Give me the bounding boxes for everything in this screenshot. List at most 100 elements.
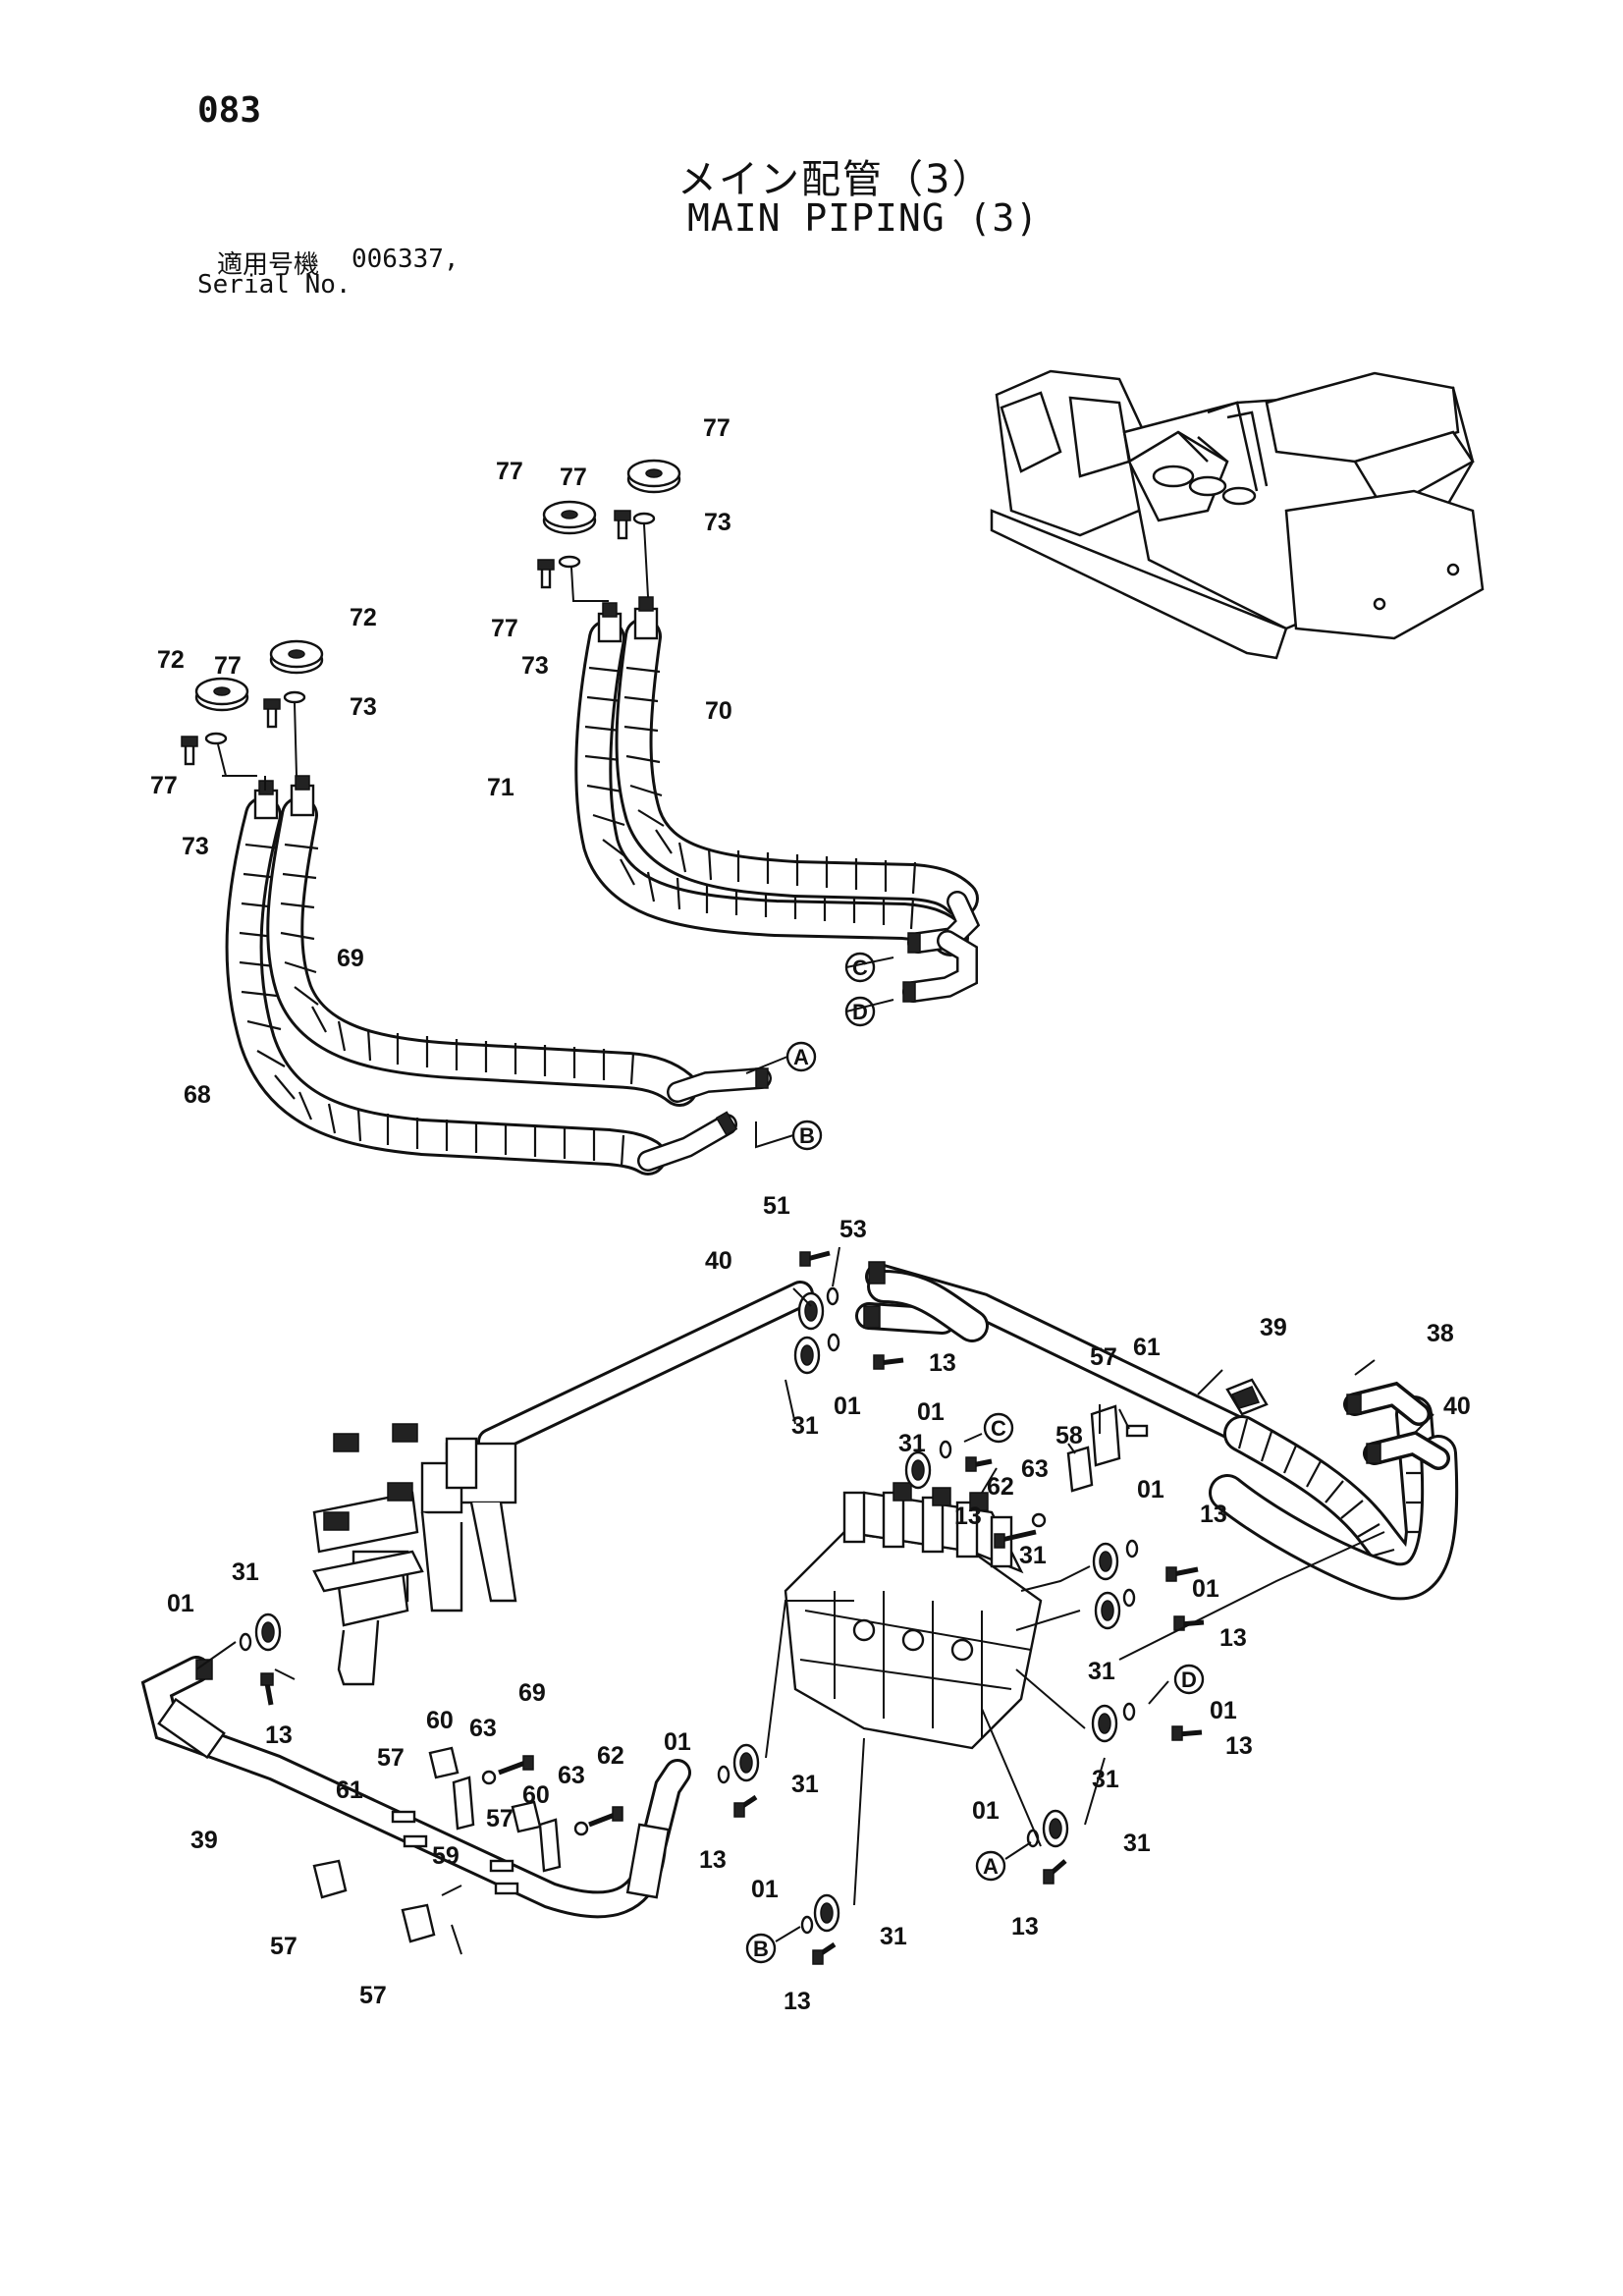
hose-upper-short xyxy=(863,1261,989,1342)
bolt-53 xyxy=(799,1250,831,1267)
bracket-51 xyxy=(1225,1378,1269,1416)
part-label: 38 xyxy=(1427,1320,1454,1347)
plate-60 xyxy=(452,1776,562,1873)
control-valve-block xyxy=(784,1482,1043,1750)
svg-text:B: B xyxy=(799,1123,815,1148)
svg-text:A: A xyxy=(793,1045,809,1069)
plate-58 xyxy=(1066,1446,1094,1493)
part-label: 60 xyxy=(426,1707,454,1734)
part-label: 01 xyxy=(664,1728,691,1756)
part-label: 39 xyxy=(190,1827,218,1854)
bolt-77-upper xyxy=(537,510,631,589)
o-ring-01 xyxy=(239,1333,1139,1935)
part-label: 77 xyxy=(214,652,242,680)
tube-end-c xyxy=(907,891,981,954)
hose-70 xyxy=(615,618,979,917)
page-number: 083 xyxy=(197,90,262,131)
part-label: 13 xyxy=(784,1988,811,2015)
connector-d-upper: D xyxy=(844,996,876,1027)
tube-end-b xyxy=(637,1111,738,1172)
tube-end-d xyxy=(902,930,978,1003)
part-label: 39 xyxy=(1260,1314,1287,1341)
part-label: 57 xyxy=(486,1805,514,1832)
connector-a-lower: A xyxy=(975,1850,1006,1882)
part-label: 13 xyxy=(699,1846,727,1874)
part-label: 77 xyxy=(496,458,523,485)
washer-63-center xyxy=(1031,1512,1047,1528)
part-label: 72 xyxy=(350,604,377,631)
hose-71 xyxy=(574,620,969,957)
clamp-59 xyxy=(312,1746,542,1943)
part-label: 62 xyxy=(597,1742,624,1770)
part-label: 53 xyxy=(839,1216,867,1243)
part-label: 68 xyxy=(184,1081,211,1109)
connector-d-lower: D xyxy=(1173,1664,1205,1695)
part-label: 31 xyxy=(1088,1658,1115,1685)
hose-38-40 xyxy=(1209,1381,1459,1601)
flange-72-left-b xyxy=(269,639,324,675)
serial-number-value: 006337, xyxy=(352,245,460,274)
hose-68 xyxy=(225,796,667,1175)
connector-a-upper: A xyxy=(785,1041,817,1072)
part-label: 77 xyxy=(703,414,730,442)
svg-text:D: D xyxy=(1181,1667,1197,1692)
part-label: 57 xyxy=(270,1933,298,1960)
hose-69 xyxy=(266,796,698,1107)
part-label: 73 xyxy=(704,509,731,536)
bolt-77 xyxy=(181,698,281,766)
part-label: 40 xyxy=(705,1247,732,1275)
part-label: 63 xyxy=(1021,1455,1049,1483)
valve-assembly-left xyxy=(312,1423,517,1686)
serial-label-english: Serial No. xyxy=(197,270,352,300)
part-label: 01 xyxy=(834,1393,861,1420)
part-label: 01 xyxy=(167,1590,194,1617)
connector-c-lower: C xyxy=(983,1412,1014,1444)
page-title-english: MAIN PIPING (3) xyxy=(687,196,1040,240)
part-label: 63 xyxy=(469,1715,497,1742)
part-label: 13 xyxy=(1011,1913,1039,1941)
part-label: 31 xyxy=(791,1412,819,1440)
flange-72-left-a xyxy=(194,677,249,712)
bolt-62 xyxy=(498,1755,623,1828)
svg-text:C: C xyxy=(991,1416,1006,1441)
part-label: 73 xyxy=(182,833,209,860)
part-label: 59 xyxy=(432,1842,460,1870)
part-label: 01 xyxy=(751,1876,779,1903)
excavator-location-thumbnail xyxy=(990,369,1485,660)
part-label: 31 xyxy=(791,1771,819,1798)
part-label: 77 xyxy=(150,772,178,799)
washer-63 xyxy=(481,1770,589,1836)
part-label: 31 xyxy=(898,1430,926,1457)
o-ring-55 xyxy=(826,1286,839,1306)
part-label: 57 xyxy=(377,1744,405,1772)
part-label: 13 xyxy=(1219,1624,1247,1652)
svg-text:A: A xyxy=(983,1854,999,1879)
part-label: 01 xyxy=(917,1398,945,1426)
part-label: 13 xyxy=(954,1503,982,1530)
part-label: 73 xyxy=(350,693,377,721)
pin-61 xyxy=(391,1810,519,1895)
o-ring-73-upper xyxy=(558,512,656,569)
part-label: 60 xyxy=(522,1781,550,1809)
part-label: 77 xyxy=(560,464,587,491)
part-label: 69 xyxy=(337,945,364,972)
part-label: 31 xyxy=(1019,1542,1047,1569)
part-label: 69 xyxy=(518,1679,546,1707)
part-label: 61 xyxy=(1133,1334,1161,1361)
svg-text:B: B xyxy=(753,1937,769,1961)
part-label: 01 xyxy=(1137,1476,1164,1503)
flange-72-right-a xyxy=(542,500,597,535)
part-label: 31 xyxy=(1123,1830,1151,1857)
part-label: 70 xyxy=(705,697,732,725)
connector-b-lower: B xyxy=(745,1933,777,1964)
flange-72-right-b xyxy=(626,459,681,494)
part-label: 73 xyxy=(521,652,549,680)
part-label: 58 xyxy=(1055,1422,1083,1449)
part-label: 31 xyxy=(1092,1766,1119,1793)
part-label: 40 xyxy=(1443,1393,1471,1420)
part-label: 13 xyxy=(929,1349,956,1377)
part-label: 31 xyxy=(232,1558,259,1586)
part-label: 57 xyxy=(359,1982,387,2009)
part-label: 63 xyxy=(558,1762,585,1789)
